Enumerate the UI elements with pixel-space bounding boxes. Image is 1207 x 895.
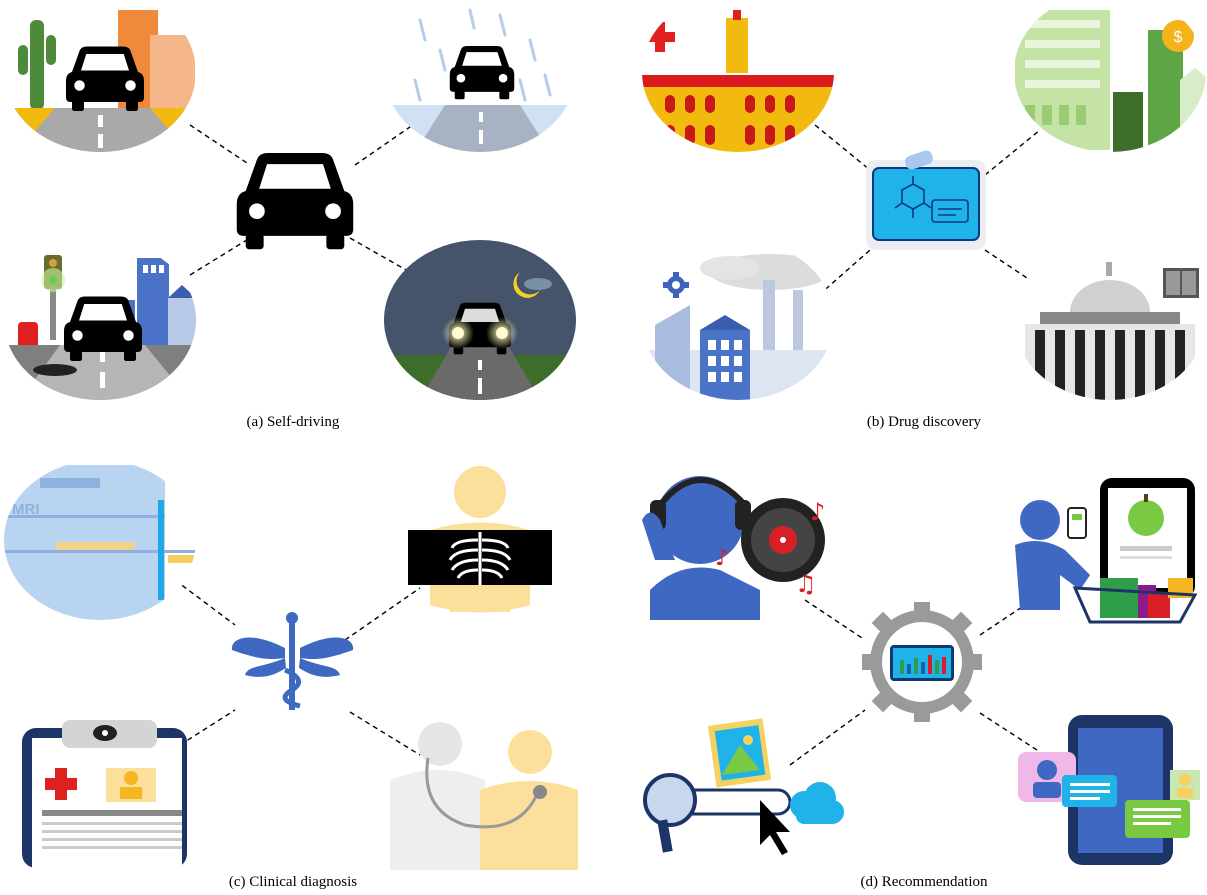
caption-c: (c) Clinical diagnosis [229,874,357,890]
doctor-patient-scene [390,722,578,870]
svg-text:♪: ♪ [810,498,825,526]
shopping-scene [1015,478,1198,624]
music-listener-scene: ♪ ♪ ♫ [642,476,825,620]
social-chat-scene [1018,715,1200,865]
svg-text:♫: ♫ [795,570,817,598]
panel-c: MRI [4,460,578,890]
gear-chart-icon [862,602,982,722]
mri-scene: MRI [4,460,196,620]
connector-lines [189,119,421,276]
connector-lines [789,594,1041,766]
institute-scene [1014,240,1206,400]
panel-a: (a) Self-driving [4,0,576,430]
xray-scene [408,466,552,613]
panel-d: ♪ ♪ ♫ [642,476,1200,890]
gear-small-icon [663,272,689,298]
caption-b: (b) Drug discovery [867,414,982,430]
caption-a: (a) Self-driving [247,414,340,430]
city-traffic-scene [4,240,196,400]
drug-screen-icon [866,150,986,250]
hospital-scene [642,0,834,152]
svg-text:$: $ [1174,29,1183,46]
panel-b: $ [642,0,1206,430]
medical-record-scene [22,720,187,868]
caduceus-icon [231,612,354,710]
svg-text:♪: ♪ [715,546,729,571]
book-icon [1163,268,1199,298]
image-search-scene [643,718,844,855]
svg-text:MRI: MRI [12,501,40,518]
finance-building-scene: $ [1014,0,1206,152]
connector-lines [174,579,421,756]
caption-d: (d) Recommendation [860,874,988,890]
factory-scene [642,240,834,400]
